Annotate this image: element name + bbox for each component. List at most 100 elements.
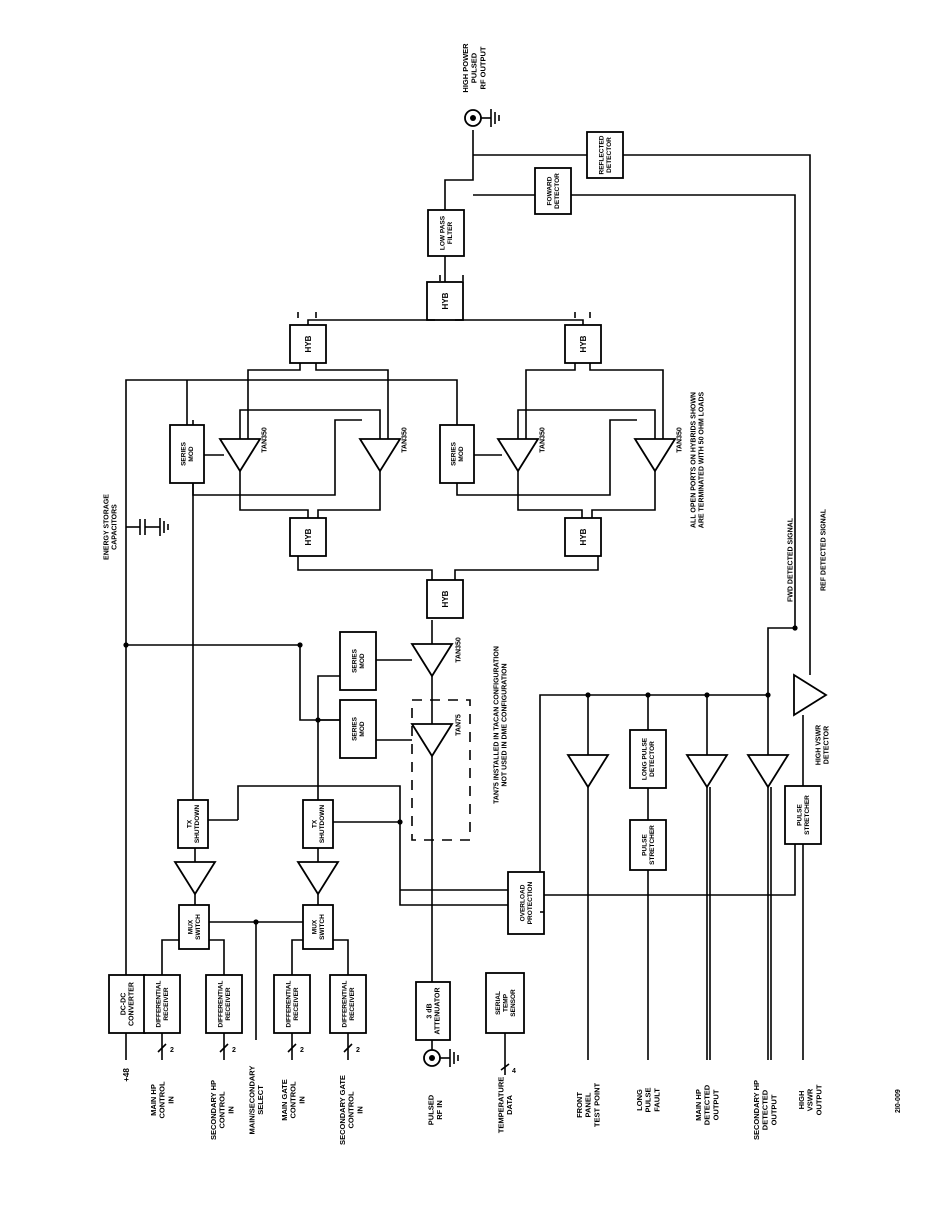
bus-width: 2 — [356, 1047, 360, 1054]
tan75-dashed-boundary — [411, 699, 471, 841]
label-fwd-detected-signal-line: FWD DETECTED SIGNAL — [787, 517, 794, 602]
label-secondary-hp-control-in-line: IN — [226, 1106, 235, 1114]
reflected-detector-label-line: REFLECTED — [599, 135, 606, 174]
tx-shutdown-1 — [177, 799, 209, 849]
wire-plus48-bus — [125, 379, 300, 975]
long-pulse-detector-label-line: DETECTOR — [649, 741, 656, 777]
junction-dot — [253, 919, 259, 925]
hyb-upper-split-label-line: HYB — [304, 528, 313, 545]
mux-switch-1-label-line: MUX — [188, 919, 195, 934]
label-main-gate-control-in-line: CONTROL — [289, 1081, 298, 1118]
label-high-vswr-output-line: HIGH — [797, 1091, 806, 1110]
label-fwd-detected-signal: FWD DETECTED SIGNAL — [787, 517, 794, 602]
label-tan350-driver-line: TAN350 — [455, 637, 462, 663]
wire — [544, 844, 796, 896]
series-mod-d-label-line: MOD — [458, 446, 465, 461]
wire — [192, 419, 362, 496]
wire-rx-mux2b — [333, 939, 349, 975]
amp-high-vswr-detector — [793, 673, 828, 717]
forward-detector-label-line: FOWARD — [547, 176, 554, 205]
label-tan350-a-line: TAN350 — [261, 427, 268, 453]
wire — [591, 471, 656, 518]
wire — [299, 645, 340, 721]
attenuator-3db-label-line: 3 dB — [426, 1003, 433, 1018]
forward-detector-label-line: DETECTOR — [554, 173, 561, 209]
label-main-gate-control-in-line: IN — [297, 1096, 306, 1104]
label-energy-storage-line: ENERGY STORAGE — [103, 494, 110, 560]
label-long-pulse-fault-line: LONG — [635, 1089, 644, 1111]
hyb-output-label-line: HYB — [441, 292, 450, 309]
overload-protection-label-line: PROTECTION — [527, 881, 534, 924]
bus-slash — [157, 1043, 167, 1053]
junction-dot — [704, 692, 710, 698]
label-tan350-a: TAN350 — [261, 427, 268, 453]
junction-dot — [123, 642, 129, 648]
figure-id: 2I0-009 — [895, 1089, 902, 1113]
label-temperature-data-line: TEMPERATURE — [496, 1077, 505, 1134]
label-tan350-b-line: TAN350 — [401, 427, 408, 453]
amp-tan350-a — [218, 438, 262, 473]
note-open-ports-line: ALL OPEN PORTS ON HYBRIDS SHOWN — [690, 392, 697, 528]
series-mod-c — [169, 424, 205, 484]
wire — [517, 471, 583, 518]
junction-dot — [297, 642, 303, 648]
reflected-detector — [586, 131, 624, 179]
wire-rf-out — [444, 130, 474, 210]
long-pulse-detector-label-line: LONG PULSE — [642, 737, 649, 780]
wire — [456, 419, 637, 496]
overload-protection-label-line: OVERLOAD — [520, 884, 527, 921]
wire-ref-detected — [623, 154, 811, 668]
label-main-hp-control-in-line: MAIN HP — [149, 1084, 158, 1116]
bus-slash — [343, 1043, 353, 1053]
hyb-lower-split-label-line: HYB — [579, 528, 588, 545]
mux-switch-1-label-line: SWITCH — [195, 914, 202, 940]
bus-width: 2 — [232, 1047, 236, 1054]
label-tan350-driver: TAN350 — [455, 637, 462, 663]
wire — [239, 471, 309, 518]
serial-temp-sensor-label-line: TEMP — [502, 993, 509, 1012]
bus-slash — [219, 1043, 229, 1053]
amp-tan350-driver — [410, 643, 454, 678]
pulse-stretcher-1-label-line: STRETCHER — [649, 825, 656, 865]
wire-rx-mux1a — [161, 939, 179, 975]
label-plus48-line: +48 — [122, 1068, 131, 1082]
junction-dot — [585, 692, 591, 698]
wire — [517, 409, 656, 439]
bus-width: 2 — [300, 1047, 304, 1054]
label-high-power-rf-output-line: RF OUTPUT — [478, 46, 487, 89]
series-mod-c-label-line: SERIES — [181, 441, 188, 466]
forward-detector — [534, 167, 572, 215]
label-tan75-line: TAN75 — [455, 714, 462, 736]
mux-switch-1 — [178, 904, 210, 950]
wire — [247, 363, 301, 439]
note-tan75-line: NOT USED IN DME CONFIGURATION — [501, 663, 508, 786]
label-main-hp-detected-output-line: MAIN HP — [694, 1089, 703, 1121]
label-secondary-hp-control-in-line: SECONDARY HP — [209, 1080, 218, 1140]
junction-dot — [792, 625, 798, 631]
hyb-input-label-line: HYB — [441, 590, 450, 607]
pulse-stretcher-2-label-line: PULSE — [797, 804, 804, 826]
series-mod-b-label-line: MOD — [359, 653, 366, 668]
series-mod-d-label-line: SERIES — [451, 441, 458, 466]
wire-rx-mux2a — [291, 939, 303, 975]
label-tan350-d: TAN350 — [676, 427, 683, 453]
